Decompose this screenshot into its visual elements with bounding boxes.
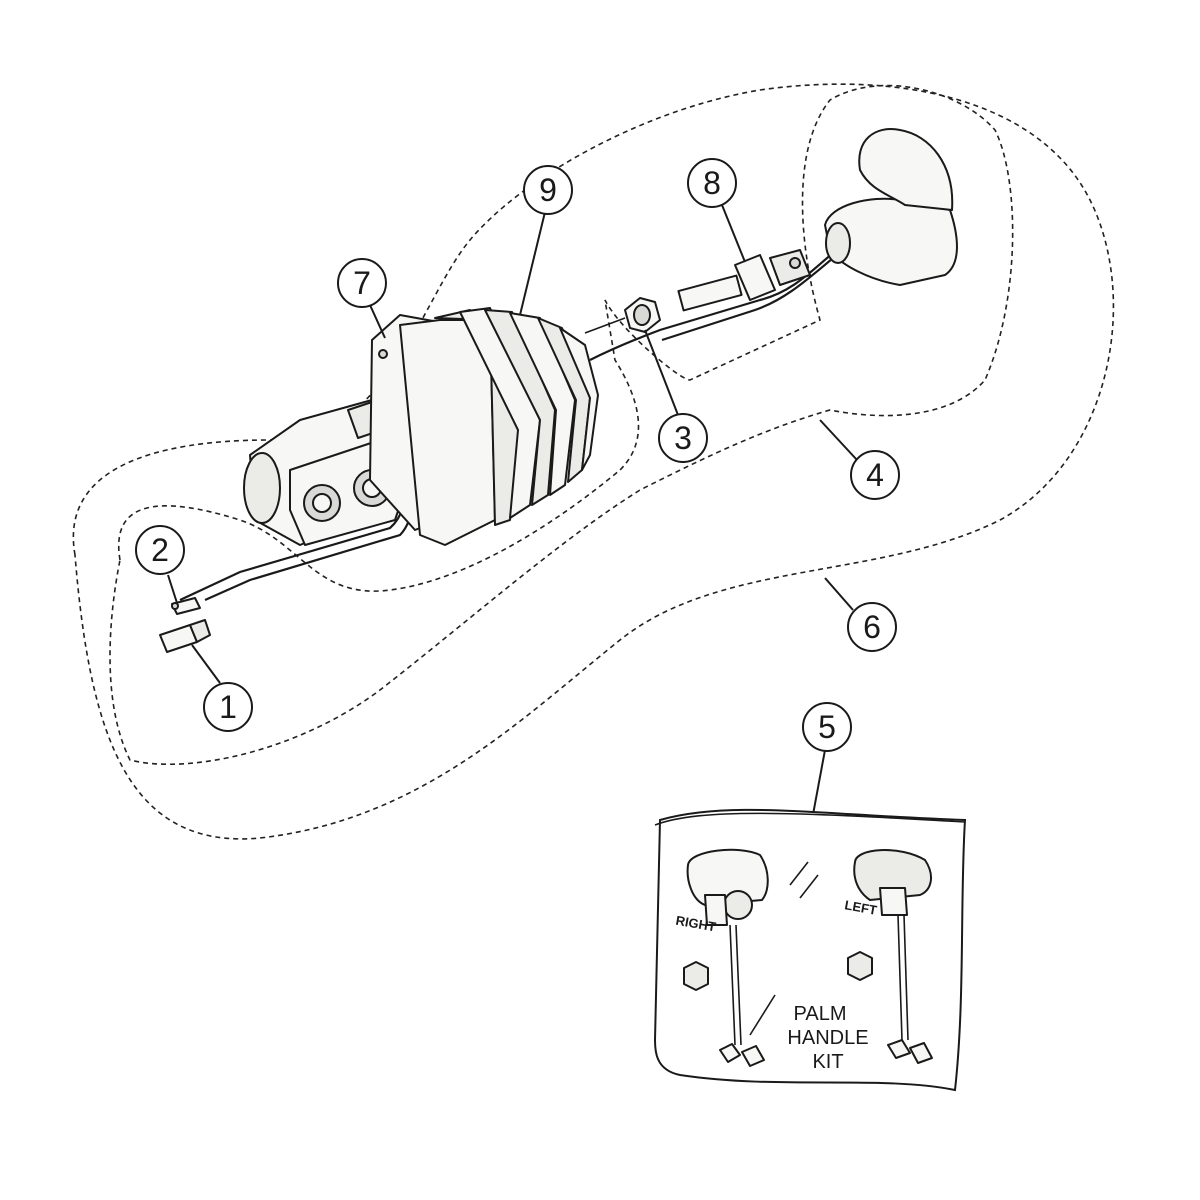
svg-text:5: 5 — [818, 709, 836, 745]
leader-9 — [519, 211, 546, 316]
svg-text:1: 1 — [219, 689, 237, 725]
leader-5 — [811, 749, 826, 821]
svg-text:6: 6 — [863, 609, 881, 645]
callout-9: 9 — [523, 165, 573, 215]
callout-2: 2 — [135, 525, 185, 575]
palm-handle-kit-sheet: RIGHT LEFT PALM HANDLE KIT — [653, 808, 967, 1092]
svg-text:8: 8 — [703, 165, 721, 201]
svg-text:2: 2 — [151, 532, 169, 568]
left-palm-handle — [847, 849, 933, 1064]
svg-text:3: 3 — [674, 420, 692, 456]
leader-2 — [167, 574, 178, 604]
callout-3: 3 — [658, 413, 708, 463]
handle-grip — [824, 128, 958, 286]
leader-4 — [819, 419, 858, 461]
jam-nut — [624, 297, 661, 333]
connector-1 — [159, 619, 211, 653]
right-palm-handle — [683, 848, 769, 1067]
leader-6 — [824, 577, 854, 611]
right-handle-label: RIGHT — [675, 913, 717, 935]
rubber-boot — [399, 307, 599, 546]
leader-1 — [191, 644, 221, 684]
callout-4: 4 — [850, 450, 900, 500]
callout-6: 6 — [847, 602, 897, 652]
connector-2 — [171, 597, 201, 615]
callout-8: 8 — [687, 158, 737, 208]
svg-text:4: 4 — [866, 457, 884, 493]
kit-title-line-2: HANDLE — [787, 1027, 868, 1049]
kit-title-line-1: PALM — [794, 1003, 847, 1025]
handle-stem — [677, 249, 811, 312]
axis-line — [584, 317, 626, 334]
svg-text:7: 7 — [353, 265, 371, 301]
outer-dashed-boundary — [72, 83, 1115, 840]
callout-5: 5 — [802, 702, 852, 752]
leader-7 — [369, 304, 386, 339]
svg-text:9: 9 — [539, 172, 557, 208]
leader-8 — [721, 204, 746, 263]
wire-harness-upper — [589, 239, 851, 361]
callout-1: 1 — [203, 682, 253, 732]
left-handle-label: LEFT — [843, 897, 878, 917]
inner-dashed-boundary — [109, 84, 1014, 766]
leader-3 — [644, 329, 679, 416]
callout-7: 7 — [337, 258, 387, 308]
kit-title-line-3: KIT — [812, 1051, 843, 1073]
